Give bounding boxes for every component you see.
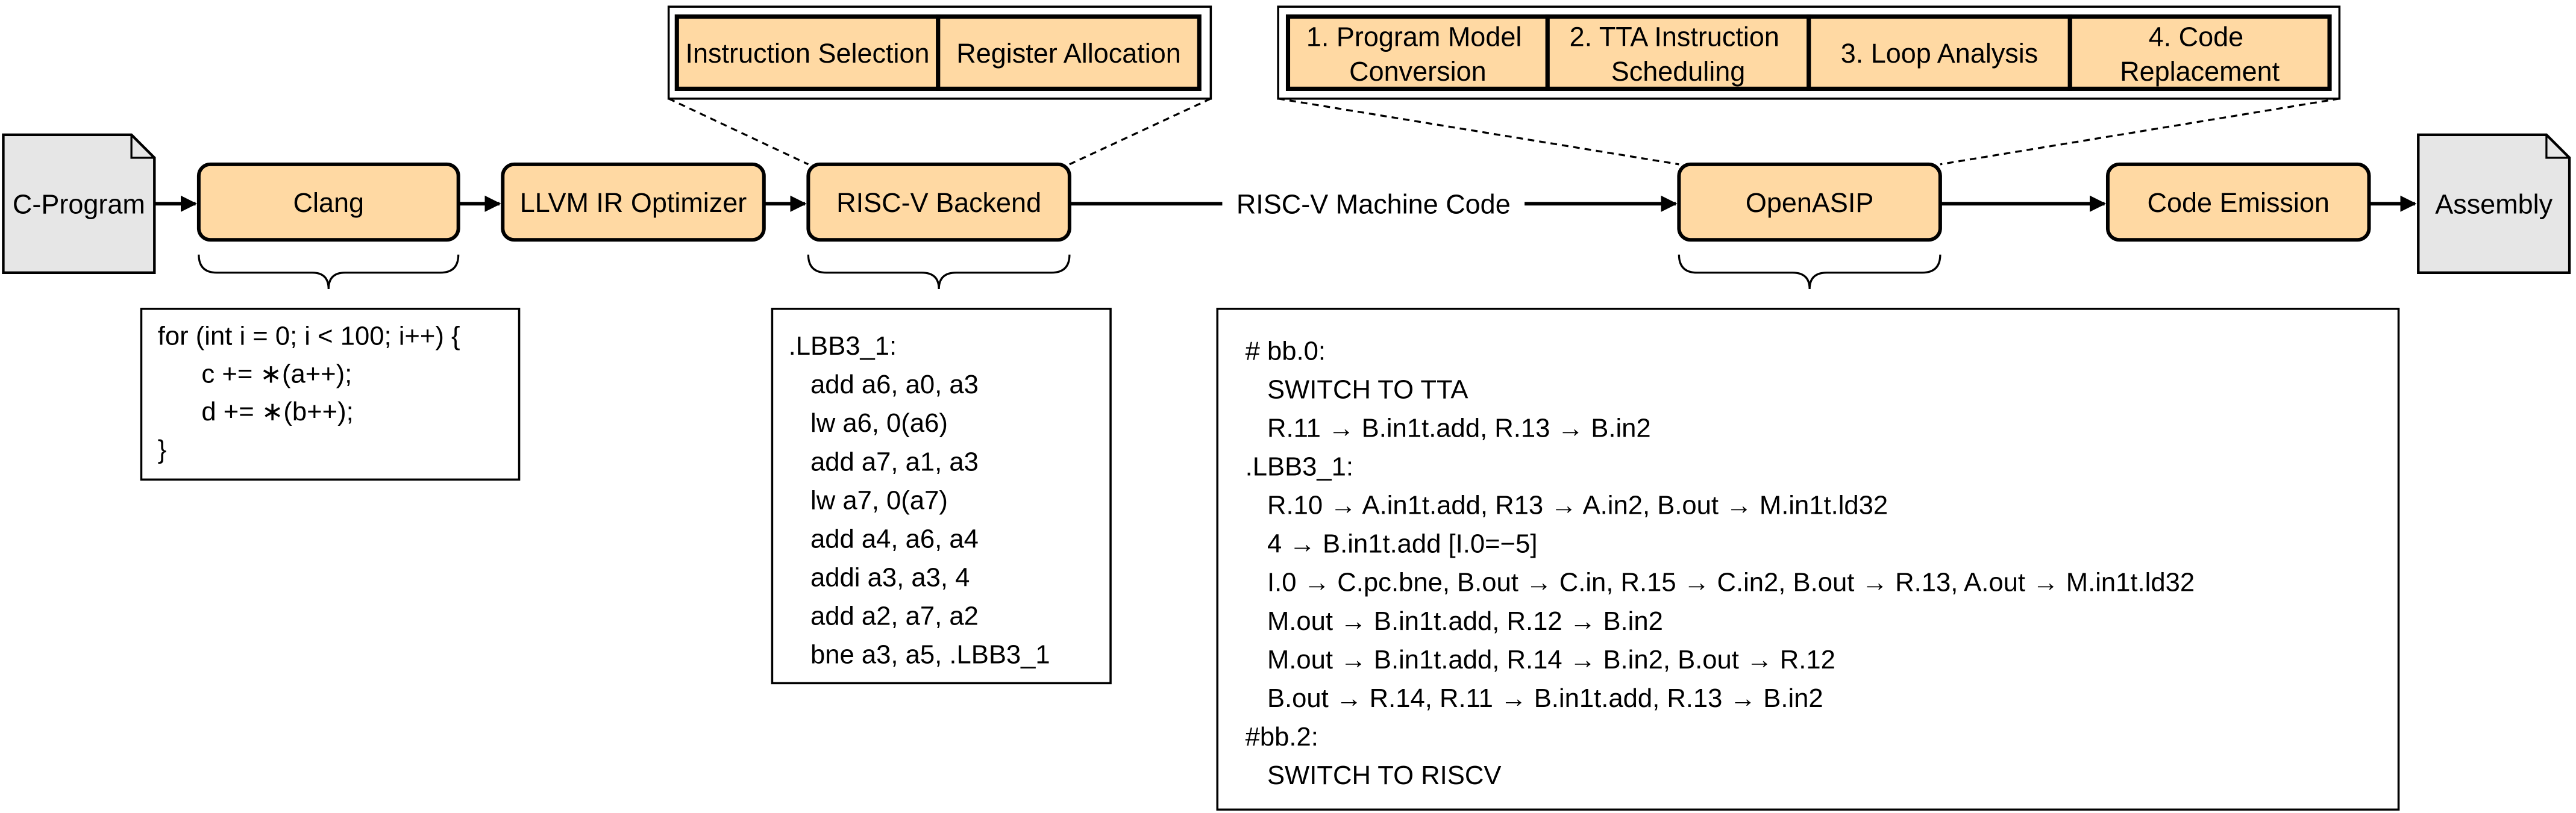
- tta-instruction-scheduling-label: 2. TTA Instruction Scheduling: [1570, 22, 1787, 87]
- instruction-selection-label: Instruction Selection: [686, 38, 930, 69]
- register-allocation-label: Register Allocation: [956, 38, 1180, 69]
- loop-analysis-label: 3. Loop Analysis: [1841, 38, 2039, 69]
- tta-code-box: [1216, 308, 2400, 811]
- instruction-selection-box: [674, 14, 941, 91]
- c-code-text: for (int i = 0; i < 100; i++) { c += ∗(a…: [0, 0, 497, 464]
- assembly-doc-shape: [2417, 133, 2571, 274]
- register-allocation-box: [936, 14, 1202, 91]
- c-program-label: C-Program: [13, 189, 145, 220]
- program-model-conversion-box: [1285, 14, 1550, 91]
- riscv-code-text: .LBB3_1: add a6, a0, a3 lw a6, 0(a6) add…: [0, 0, 1072, 670]
- c-program-doc-shape: [2, 133, 156, 274]
- openasip-brace: [1678, 254, 1941, 290]
- clang-brace: [198, 254, 460, 290]
- backend-brace: [807, 254, 1071, 290]
- riscv-code-box: [771, 308, 1112, 685]
- riscv-backend-label: RISC-V Backend: [836, 187, 1041, 218]
- riscv-machine-code-label: RISC-V Machine Code: [1236, 189, 1511, 220]
- tta-instruction-scheduling-box: [1545, 14, 1811, 91]
- openasip-zoom-line-right: [1940, 98, 2340, 166]
- openasip-label: OpenASIP: [1746, 187, 1873, 218]
- loop-analysis-box: [1807, 14, 2072, 91]
- llvm-ir-optimizer-label: LLVM IR Optimizer: [520, 187, 747, 218]
- openasip-zoom-line-left: [1277, 98, 1679, 166]
- c-code-box: [140, 308, 521, 481]
- code-emission-label: Code Emission: [2148, 187, 2330, 218]
- code-replacement-label: 4. Code Replacement: [2120, 22, 2280, 87]
- c-program-doc-fold: [130, 134, 155, 159]
- assembly-doc-fold: [2545, 134, 2570, 159]
- program-model-conversion-label: 1. Program Model Conversion: [1306, 22, 1529, 87]
- clang-label: Clang: [293, 187, 365, 218]
- backend-zoom-line-right: [1069, 98, 1212, 166]
- assembly-label: Assembly: [2435, 189, 2552, 220]
- code-replacement-box: [2067, 14, 2332, 91]
- tta-code-text: # bb.0: SWITCH TO TTA R.11 → B.in1t.add,…: [1246, 337, 2195, 790]
- backend-zoom-line-left: [668, 98, 809, 166]
